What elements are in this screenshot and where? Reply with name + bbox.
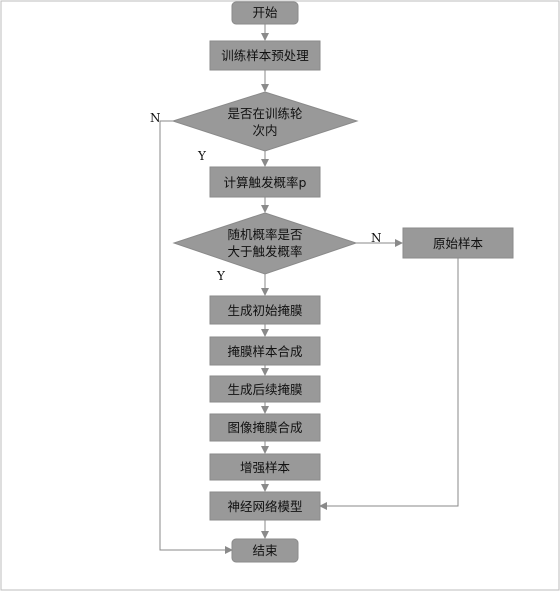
init-mask-label: 生成初始掩膜: [227, 303, 302, 318]
network-model-label: 神经网络模型: [227, 499, 302, 514]
image-mask-compose-node: [209, 413, 321, 442]
next-mask-node: [209, 375, 321, 403]
end-label: 结束: [252, 543, 278, 558]
next-mask-label: 生成后续掩膜: [227, 382, 302, 397]
decision-epoch-node: [171, 91, 359, 152]
edge-label-epoch-no: N: [150, 111, 161, 125]
trigger-prob-label: 计算触发概率p: [224, 175, 307, 190]
decision-prob-node: [172, 212, 358, 275]
original-sample-node: [402, 227, 514, 259]
decision-epoch-label-line2: 次内: [252, 123, 277, 138]
edge-label-prob-yes: Y: [216, 269, 226, 283]
decision-prob-label-line2: 大于触发概率: [227, 244, 302, 259]
image-mask-compose-label: 图像掩膜合成: [227, 420, 302, 435]
edge-decision-epoch-no: [159, 120, 233, 554]
init-mask-node: [209, 295, 321, 325]
original-sample-label: 原始样本: [433, 236, 484, 251]
trigger-prob-node: [209, 166, 321, 198]
decision-epoch-label-line1: 是否在训练轮: [227, 106, 302, 121]
mask-compose-node: [209, 336, 321, 366]
start-node: [231, 1, 299, 25]
decision-prob-label-line1: 随机概率是否: [227, 227, 302, 242]
augmented-sample-label: 增强样本: [240, 460, 291, 475]
edge-label-epoch-yes: Y: [197, 149, 207, 163]
edge-label-prob-no: N: [371, 231, 382, 245]
start-label: 开始: [252, 5, 278, 20]
augmented-sample-node: [209, 453, 321, 481]
network-model-node: [209, 491, 321, 521]
preprocess-label: 训练样本预处理: [221, 48, 309, 63]
mask-compose-label: 掩膜样本合成: [227, 344, 302, 359]
preprocess-node: [209, 40, 321, 71]
end-node: [231, 538, 299, 563]
edge-original-to-network: [319, 258, 459, 510]
